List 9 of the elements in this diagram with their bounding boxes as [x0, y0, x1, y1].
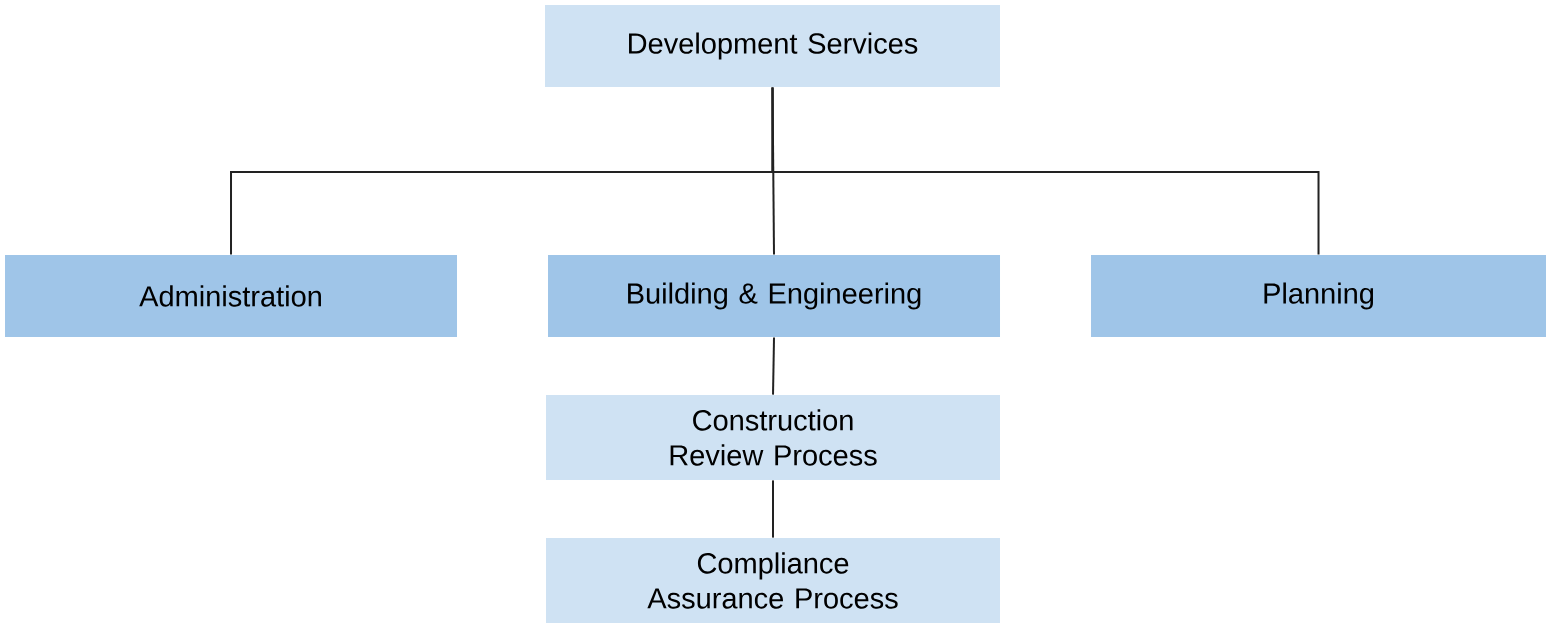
connector-line	[772, 336, 775, 396]
org-box: Development Services	[545, 5, 1000, 87]
org-box: Construction Review Process	[546, 395, 1000, 480]
connector-line	[771, 86, 1320, 256]
org-box: Building & Engineering	[548, 255, 1000, 337]
org-box: Planning	[1091, 255, 1546, 337]
org-box: Compliance Assurance Process	[546, 538, 1000, 623]
org-box: Administration	[5, 255, 457, 337]
connector-line	[772, 479, 774, 539]
